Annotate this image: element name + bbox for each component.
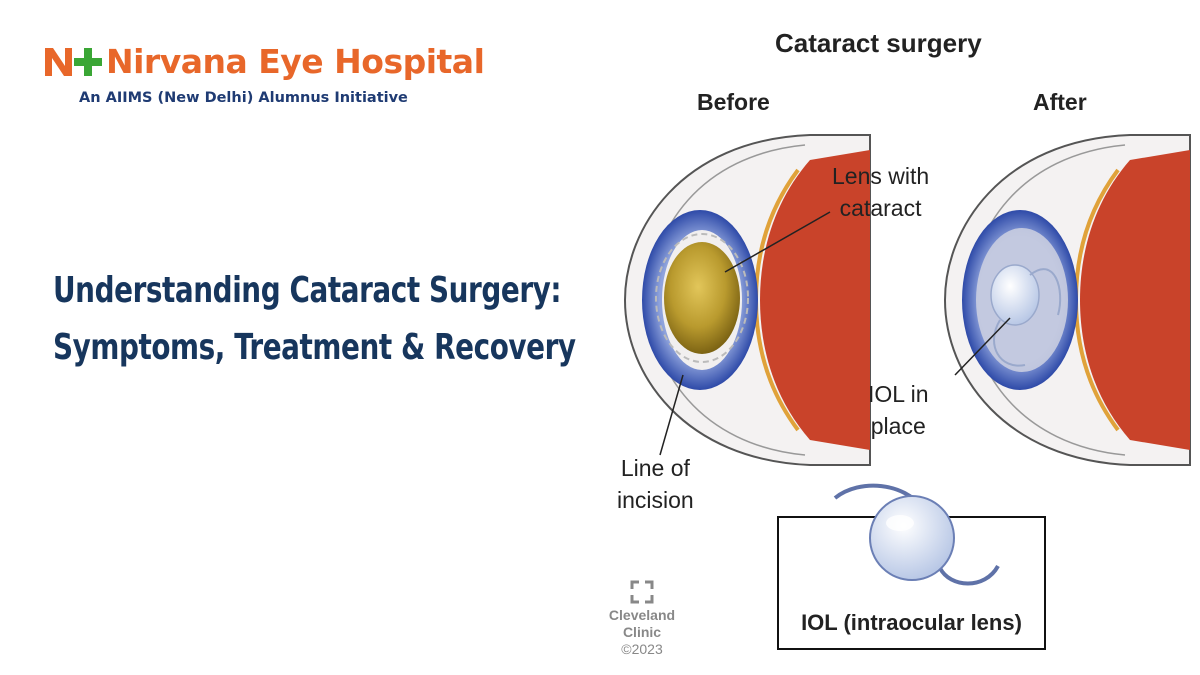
iol-in-place-label: IOL in place: [868, 381, 929, 439]
eye-after-illustration: [943, 134, 1191, 466]
after-label: After: [1033, 89, 1087, 115]
hospital-logo: Nirvana Eye Hospital: [42, 40, 485, 84]
intraocular-lens-icon: [833, 483, 1000, 586]
headline-line-2: Symptoms, Treatment & Recovery: [53, 327, 576, 368]
before-label: Before: [697, 89, 770, 115]
line-of-incision-label: Line of incision: [617, 455, 694, 513]
hospital-name: Nirvana Eye Hospital: [106, 42, 485, 81]
n-plus-logo-icon: [42, 40, 106, 84]
iol-inset-caption: IOL (intraocular lens): [801, 610, 1022, 635]
diagram-title: Cataract surgery: [775, 28, 982, 58]
headline-line-1: Understanding Cataract Surgery:: [53, 270, 562, 311]
page-headline: Understanding Cataract Surgery: Symptoms…: [53, 262, 576, 376]
cleveland-clinic-logo-icon: [630, 580, 654, 604]
iol-inset-box: IOL (intraocular lens): [777, 516, 1046, 650]
lens-with-cataract-label: Lens with cataract: [832, 163, 930, 221]
eye-before-illustration: [623, 134, 871, 466]
hospital-tagline: An AIIMS (New Delhi) Alumnus Initiative: [79, 90, 408, 106]
cleveland-clinic-credit: Cleveland Clinic ©2023: [604, 580, 680, 658]
